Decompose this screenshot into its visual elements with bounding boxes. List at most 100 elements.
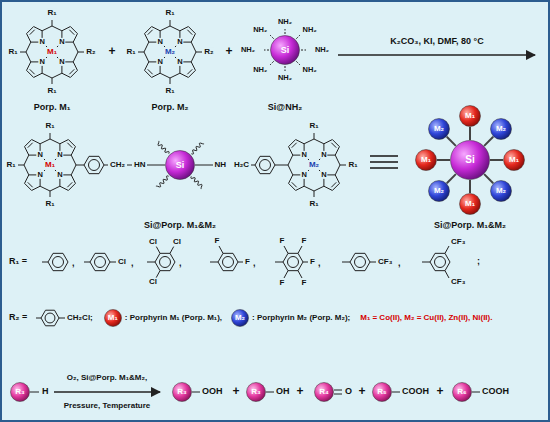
ball-label: R₃ <box>15 388 24 396</box>
bond-line <box>422 262 430 263</box>
bond-line <box>292 143 297 148</box>
ball-label: R₄ <box>319 388 329 396</box>
substituent-label: R₁ <box>44 200 55 209</box>
plus-sign: + <box>231 385 240 398</box>
atom-label: N <box>38 38 45 46</box>
bond-line <box>288 165 293 175</box>
bond-line <box>76 165 84 166</box>
ball-outline <box>416 150 437 171</box>
benzene-ring <box>218 253 238 270</box>
atom-label: N <box>300 171 307 179</box>
ball-label: M₁ <box>465 112 475 120</box>
atom-label: NH₂ <box>302 66 318 74</box>
porphyrin-m1-ball: M₁ <box>459 193 481 215</box>
aromatic-circle <box>95 257 106 268</box>
bond-line <box>73 52 78 62</box>
bond-line <box>334 390 342 391</box>
aromatic-circle <box>288 257 299 268</box>
ball-text-box: R₃ <box>172 382 192 402</box>
substituent-label: R₁ <box>7 48 18 57</box>
bond-line <box>170 246 174 253</box>
atom-label: N <box>36 151 43 159</box>
bond-line <box>69 30 74 35</box>
substituent-label: R₁ <box>308 122 319 131</box>
atom-label: F <box>279 279 286 288</box>
atom-label: N <box>56 151 63 159</box>
bond-line <box>127 165 132 166</box>
atom-label: NH <box>213 161 227 170</box>
punctuation: , <box>317 259 322 269</box>
ball-outline <box>460 194 481 215</box>
substituent-label: F <box>309 258 316 267</box>
bond-line <box>285 29 286 34</box>
bond-line <box>296 61 300 65</box>
atom-label: Cl <box>148 278 158 287</box>
porphyrin-m2-ball: M₂ <box>490 118 512 140</box>
bond-line <box>50 186 60 191</box>
aromatic-circle <box>45 313 55 323</box>
bond-line <box>40 139 50 144</box>
atom-label: F <box>301 237 308 246</box>
substituent-label: R₁ <box>347 161 358 170</box>
ball-outline <box>451 141 490 180</box>
ball-text-box: R₅ <box>372 382 392 402</box>
ball-label: M₁ <box>108 314 118 322</box>
wavy-spoke <box>158 141 169 154</box>
substituent-label: CF₃ <box>377 258 393 267</box>
ball-outline <box>504 150 525 171</box>
bond-line <box>67 143 72 148</box>
ball-label: Si <box>281 46 290 55</box>
bond-line <box>335 165 340 175</box>
ball-text-box: M₁ <box>415 149 437 171</box>
punctuation: , <box>397 259 402 269</box>
bond-line <box>296 35 300 39</box>
spoke-connector <box>484 137 493 146</box>
atom-label: F <box>214 237 221 246</box>
ball-text-box: M₁ <box>503 149 525 171</box>
bond-line <box>298 246 302 253</box>
substrate-ball: R₆ <box>452 382 472 402</box>
bond-line <box>67 182 72 187</box>
metal-label: M₁ <box>44 161 56 170</box>
bond-line <box>26 52 31 62</box>
bond-line <box>138 52 144 53</box>
ball-text-box: M₂ <box>490 180 512 202</box>
bond-line <box>301 50 306 51</box>
wavy-spoke <box>191 143 204 154</box>
bond-line <box>314 186 324 191</box>
ball-outline <box>429 181 450 202</box>
compound-label: Porp. M₂ <box>151 103 190 113</box>
bond-line <box>50 133 51 139</box>
porphyrin-m2-ball: M₂ <box>428 118 450 140</box>
bond-line <box>156 246 160 253</box>
atom-label: NH₂ <box>302 26 318 34</box>
ball-label: R₆ <box>457 388 466 396</box>
ball-outline <box>271 36 300 65</box>
bond-line <box>148 30 153 35</box>
legend-text: : Porphyrin M₁ (Porp. M₁), <box>124 314 223 323</box>
bond-line <box>251 165 255 166</box>
substituent-label: F <box>244 258 251 267</box>
bond-line <box>314 133 315 139</box>
substituent-label: R₁ <box>164 9 175 18</box>
bond-line <box>284 246 288 253</box>
legend-text: R₂ = <box>8 313 28 323</box>
ball-text-box: R₃ <box>10 382 30 402</box>
bond-line <box>30 392 39 393</box>
bond-line <box>170 78 171 84</box>
bond-line <box>270 35 274 39</box>
substituent-label: R₁ <box>44 122 55 131</box>
aromatic-circle <box>89 160 100 171</box>
bond-line <box>284 271 288 278</box>
ball-label: R₅ <box>377 388 386 396</box>
bond-line <box>73 42 78 52</box>
atom-label: CH₂ <box>109 161 126 170</box>
bond-line <box>445 271 449 278</box>
bond-line <box>340 165 346 166</box>
bond-line <box>26 42 31 52</box>
bond-line <box>314 139 324 144</box>
compound-label: Porp. M₁ <box>33 103 72 113</box>
bond-line <box>24 155 29 165</box>
bond-line <box>191 52 196 62</box>
